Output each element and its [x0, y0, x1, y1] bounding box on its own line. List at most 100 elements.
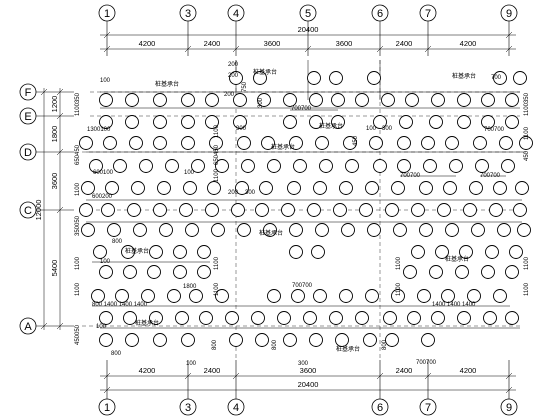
pile: [205, 93, 219, 107]
ann-650450: 650450: [75, 144, 81, 165]
pile: [403, 265, 417, 279]
ann-300-b: 300: [236, 126, 247, 132]
pile: [127, 203, 141, 217]
ann-100-c: 100: [96, 324, 107, 330]
ann-300: 300: [298, 361, 309, 367]
pile: [467, 289, 481, 303]
pile: [391, 289, 405, 303]
pile: [459, 245, 473, 259]
top-dim-3600-left: 3600: [264, 39, 281, 48]
pile: [319, 159, 333, 173]
pile: [315, 223, 329, 237]
pile: [457, 311, 471, 325]
pile: [197, 245, 211, 259]
pile: [181, 115, 195, 129]
pile: [261, 136, 275, 150]
ann-300-d: 300: [382, 126, 393, 132]
tick: [103, 31, 111, 39]
pile: [175, 311, 189, 325]
left-dim-5400: 5400: [50, 260, 59, 277]
pile: [93, 245, 107, 259]
pile: [215, 289, 229, 303]
pile: [331, 115, 345, 129]
pile: [411, 245, 425, 259]
cap-label: 桩基承台: [271, 143, 295, 151]
pile: [313, 181, 327, 195]
ann-800-d: 800: [272, 339, 278, 350]
pile: [419, 181, 433, 195]
ann-1100-c2: 1100: [214, 282, 220, 296]
pile: [237, 136, 251, 150]
pile: [233, 93, 247, 107]
pile: [367, 223, 381, 237]
tick: [56, 112, 64, 120]
axis-label-4-bottom: 4: [233, 402, 239, 414]
pile: [423, 159, 437, 173]
pile: [123, 311, 137, 325]
pile: [463, 203, 477, 217]
pile: [481, 265, 495, 279]
pile: [103, 136, 117, 150]
pile: [99, 93, 113, 107]
cap-label: 桩基承台: [135, 319, 159, 327]
tick: [505, 31, 513, 39]
pile: [397, 159, 411, 173]
top-overall-dim: 20400: [298, 25, 319, 34]
bottom-axis-bubbles: [98, 398, 518, 416]
pile: [445, 136, 459, 150]
pile: [165, 159, 179, 173]
pile: [197, 265, 211, 279]
pile: [205, 115, 219, 129]
pile: [153, 203, 167, 217]
cap-label: 桩基承台: [445, 255, 469, 263]
pile: [141, 289, 155, 303]
pile: [263, 223, 277, 237]
pile: [115, 289, 129, 303]
pile: [125, 333, 139, 347]
pile: [283, 93, 297, 107]
pile: [191, 159, 205, 173]
ann-450050: 450050: [75, 324, 81, 345]
pile: [397, 136, 411, 150]
pile: [391, 181, 405, 195]
ann-100-b: 100: [100, 259, 111, 265]
pile: [359, 203, 373, 217]
ann-800-c: 800: [212, 339, 218, 350]
pile: [473, 136, 487, 150]
pile: [283, 115, 297, 129]
pile: [131, 181, 145, 195]
pile: [225, 311, 239, 325]
pile: [437, 203, 451, 217]
pile: [159, 223, 173, 237]
ann-300-v: 300: [258, 97, 264, 108]
pile: [211, 223, 225, 237]
pile: [309, 333, 323, 347]
pile-cap-lines: [86, 60, 526, 329]
ann-450-r: 450: [524, 150, 530, 161]
axis-label-7-top: 7: [425, 8, 431, 20]
pile: [107, 223, 121, 237]
pile: [237, 223, 251, 237]
tick: [232, 372, 240, 380]
ann-700700-c: 700700: [480, 173, 501, 179]
ann-1100-v: 1100: [214, 124, 220, 138]
pile: [513, 203, 527, 217]
ann-1100-left-a: 1100: [75, 256, 81, 270]
bottom-dim-2400-right: 2400: [396, 366, 413, 375]
pile: [189, 289, 203, 303]
ann-600100: 600100: [93, 170, 114, 176]
ann-1100-c1: 1100: [214, 256, 220, 270]
pile: [181, 333, 195, 347]
top-dimensions: 20400 4200 2400 3600 3600 2400 4200: [139, 25, 477, 48]
tick: [505, 45, 513, 53]
pile: [313, 289, 327, 303]
pile: [431, 93, 445, 107]
pile: [79, 203, 93, 217]
ann-100-e: 100: [184, 170, 195, 176]
pile: [383, 311, 397, 325]
ann-1100350: 1100350: [75, 92, 81, 116]
pile: [157, 181, 171, 195]
ann-100-d: 100: [186, 361, 197, 367]
ann-1100-d1: 1100: [396, 256, 402, 270]
cap-label: 桩基承台: [155, 80, 179, 88]
